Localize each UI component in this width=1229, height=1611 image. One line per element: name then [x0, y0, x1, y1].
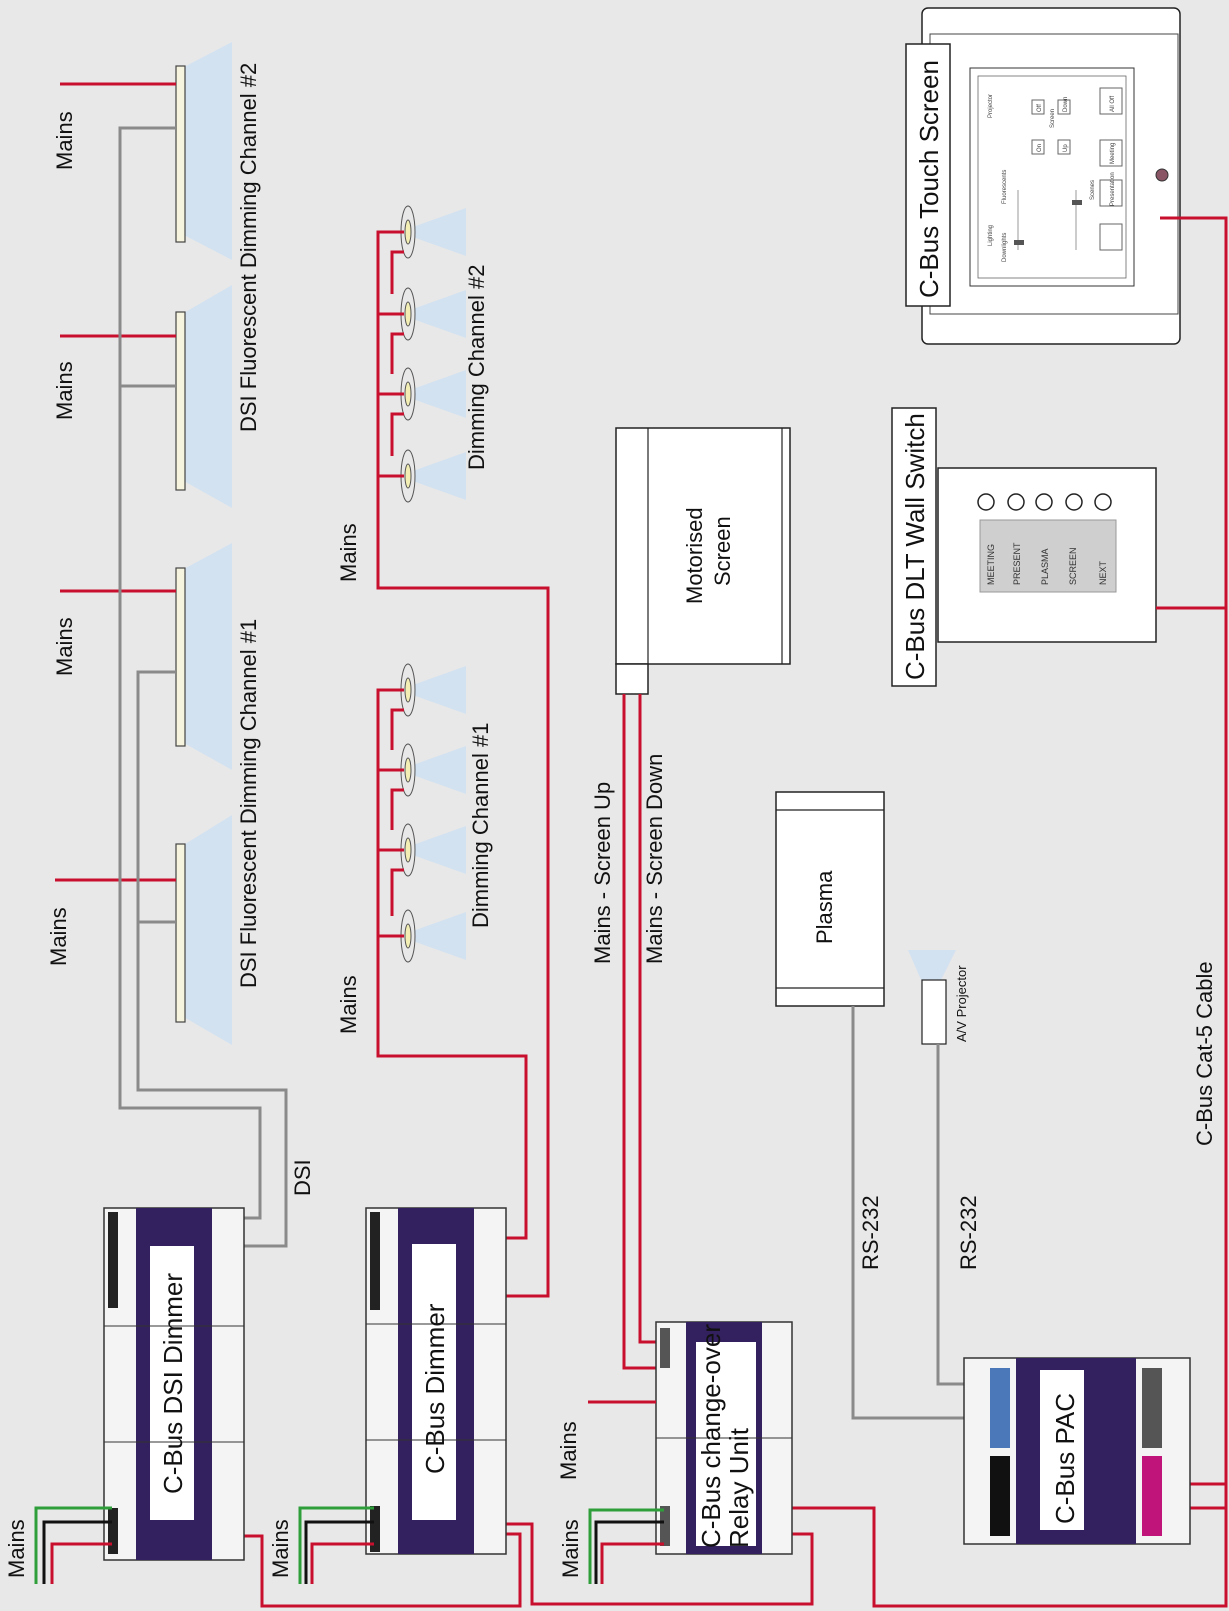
mains-label-8: Mains	[268, 1519, 293, 1578]
dsi-cabling	[118, 126, 288, 1248]
touch-slider-downlights[interactable]: Downlights	[1002, 233, 1008, 262]
touch-scene-presentation[interactable]: Presentation	[1110, 172, 1116, 206]
dlt-wall-switch	[937, 467, 1157, 643]
motorised-screen-label-2: Screen	[710, 516, 735, 586]
touch-scene-all-off[interactable]: All Off	[1110, 95, 1116, 112]
fluorescent-tube	[175, 311, 186, 491]
plasma-label: Plasma	[812, 870, 837, 944]
dimming-channel-1-label: Dimming Channel #1	[468, 723, 493, 928]
relay-unit	[655, 1321, 793, 1555]
wall-switch-label: C-Bus DLT Wall Switch	[900, 413, 930, 680]
mains-channel-1	[376, 688, 528, 1240]
light-beam	[182, 285, 232, 508]
fluorescent-tube	[175, 843, 186, 1023]
mains-label-9: Mains	[558, 1519, 583, 1578]
dsi-channel-2-label: DSI Fluorescent Dimming Channel #2	[236, 63, 261, 432]
light-beam	[182, 42, 232, 260]
mains-label-10: Mains	[556, 1421, 581, 1480]
rs232-plasma-label: RS-232	[858, 1195, 883, 1270]
touch-group-lighting: Lighting	[988, 225, 994, 246]
downlights-channel-2	[400, 205, 466, 503]
wall-switch-key-4[interactable]: SCREEN	[1068, 547, 1078, 585]
mains-screen-up-down	[622, 694, 662, 1370]
mains-feed-fittings	[55, 82, 176, 882]
supply-relay-earth	[588, 1508, 664, 1584]
wall-switch-key-3[interactable]: PLASMA	[1040, 548, 1050, 585]
touch-scene-meeting[interactable]: Meeting	[1110, 143, 1116, 164]
relay-label-2: Relay Unit	[724, 1427, 754, 1548]
light-beam	[182, 815, 232, 1045]
touch-screen-title-plate	[905, 43, 951, 307]
supply-active	[50, 1542, 112, 1584]
supply-relay-active	[600, 1542, 664, 1584]
supply-dimmer-neutral	[304, 1520, 374, 1584]
dsi-label: DSI	[290, 1159, 315, 1196]
av-projector	[908, 950, 956, 1045]
touch-btn-off[interactable]: Off	[1037, 104, 1043, 112]
touch-group-screen: Screen	[1050, 109, 1056, 128]
plasma-display	[775, 791, 885, 1007]
dimmer-label: C-Bus Dimmer	[420, 1303, 450, 1474]
wall-switch-title-plate	[891, 407, 937, 687]
supply-relay-neutral	[594, 1520, 664, 1584]
mains-label-1: Mains	[52, 111, 77, 170]
touch-btn-down[interactable]: Down	[1063, 97, 1069, 112]
dimming-channel-2-label: Dimming Channel #2	[464, 265, 489, 470]
mains-label-3: Mains	[52, 617, 77, 676]
mains-channel-2	[376, 230, 550, 1298]
screen-up-label: Mains - Screen Up	[590, 782, 615, 964]
touch-screen-label: C-Bus Touch Screen	[914, 60, 944, 298]
pac-unit	[963, 1357, 1191, 1545]
cat5-label: C-Bus Cat-5 Cable	[1192, 961, 1217, 1146]
touch-group-scenes: Scenes	[1090, 180, 1096, 200]
pac-label: C-Bus PAC	[1050, 1393, 1080, 1524]
touch-btn-up[interactable]: Up	[1063, 144, 1069, 152]
downlights-channel-1	[400, 663, 466, 963]
supply-dsi-dimmer	[34, 1506, 112, 1584]
rs232-plasma-cable	[851, 1006, 990, 1420]
screen-down-label: Mains - Screen Down	[642, 754, 667, 964]
motorised-screen-label-1: Motorised	[682, 507, 707, 604]
fluorescent-tube	[175, 567, 186, 747]
mains-label-6: Mains	[336, 975, 361, 1034]
cbus-cat5-device-links	[224, 1506, 1228, 1608]
fluorescent-tube	[175, 65, 186, 243]
mains-label-2: Mains	[52, 361, 77, 420]
wall-switch-key-5[interactable]: NEXT	[1098, 560, 1108, 585]
relay-label-1: C-Bus change-over	[696, 1324, 726, 1548]
mains-label-5: Mains	[336, 523, 361, 582]
wall-switch-key-1[interactable]: MEETING	[986, 544, 996, 585]
light-beam	[182, 543, 232, 770]
touch-screen	[921, 7, 1181, 345]
mains-label-7: Mains	[4, 1519, 29, 1578]
motorised-screen	[615, 427, 791, 695]
dsi-dimmer-unit	[103, 1207, 245, 1561]
supply-dimmer-earth	[298, 1506, 374, 1584]
cbus-cat5-bus	[1156, 216, 1228, 1510]
touch-group-projector: Projector	[988, 94, 994, 118]
mains-label-4: Mains	[46, 907, 71, 966]
supply-dimmer-active	[310, 1542, 374, 1584]
rs232-projector-label: RS-232	[956, 1195, 981, 1270]
touch-slider-fluorescents[interactable]: Fluorescents	[1002, 170, 1008, 204]
dsi-fluorescent-fittings	[175, 42, 232, 1045]
dimmer-unit	[365, 1207, 507, 1555]
wall-switch-key-2[interactable]: PRESENT	[1012, 542, 1022, 585]
av-projector-label: A/V Projector	[954, 965, 969, 1042]
dsi-dimmer-label: C-Bus DSI Dimmer	[158, 1273, 188, 1494]
touch-btn-on[interactable]: On	[1037, 144, 1043, 152]
supply-neutral	[42, 1520, 112, 1584]
dsi-channel-1-label: DSI Fluorescent Dimming Channel #1	[236, 619, 261, 988]
